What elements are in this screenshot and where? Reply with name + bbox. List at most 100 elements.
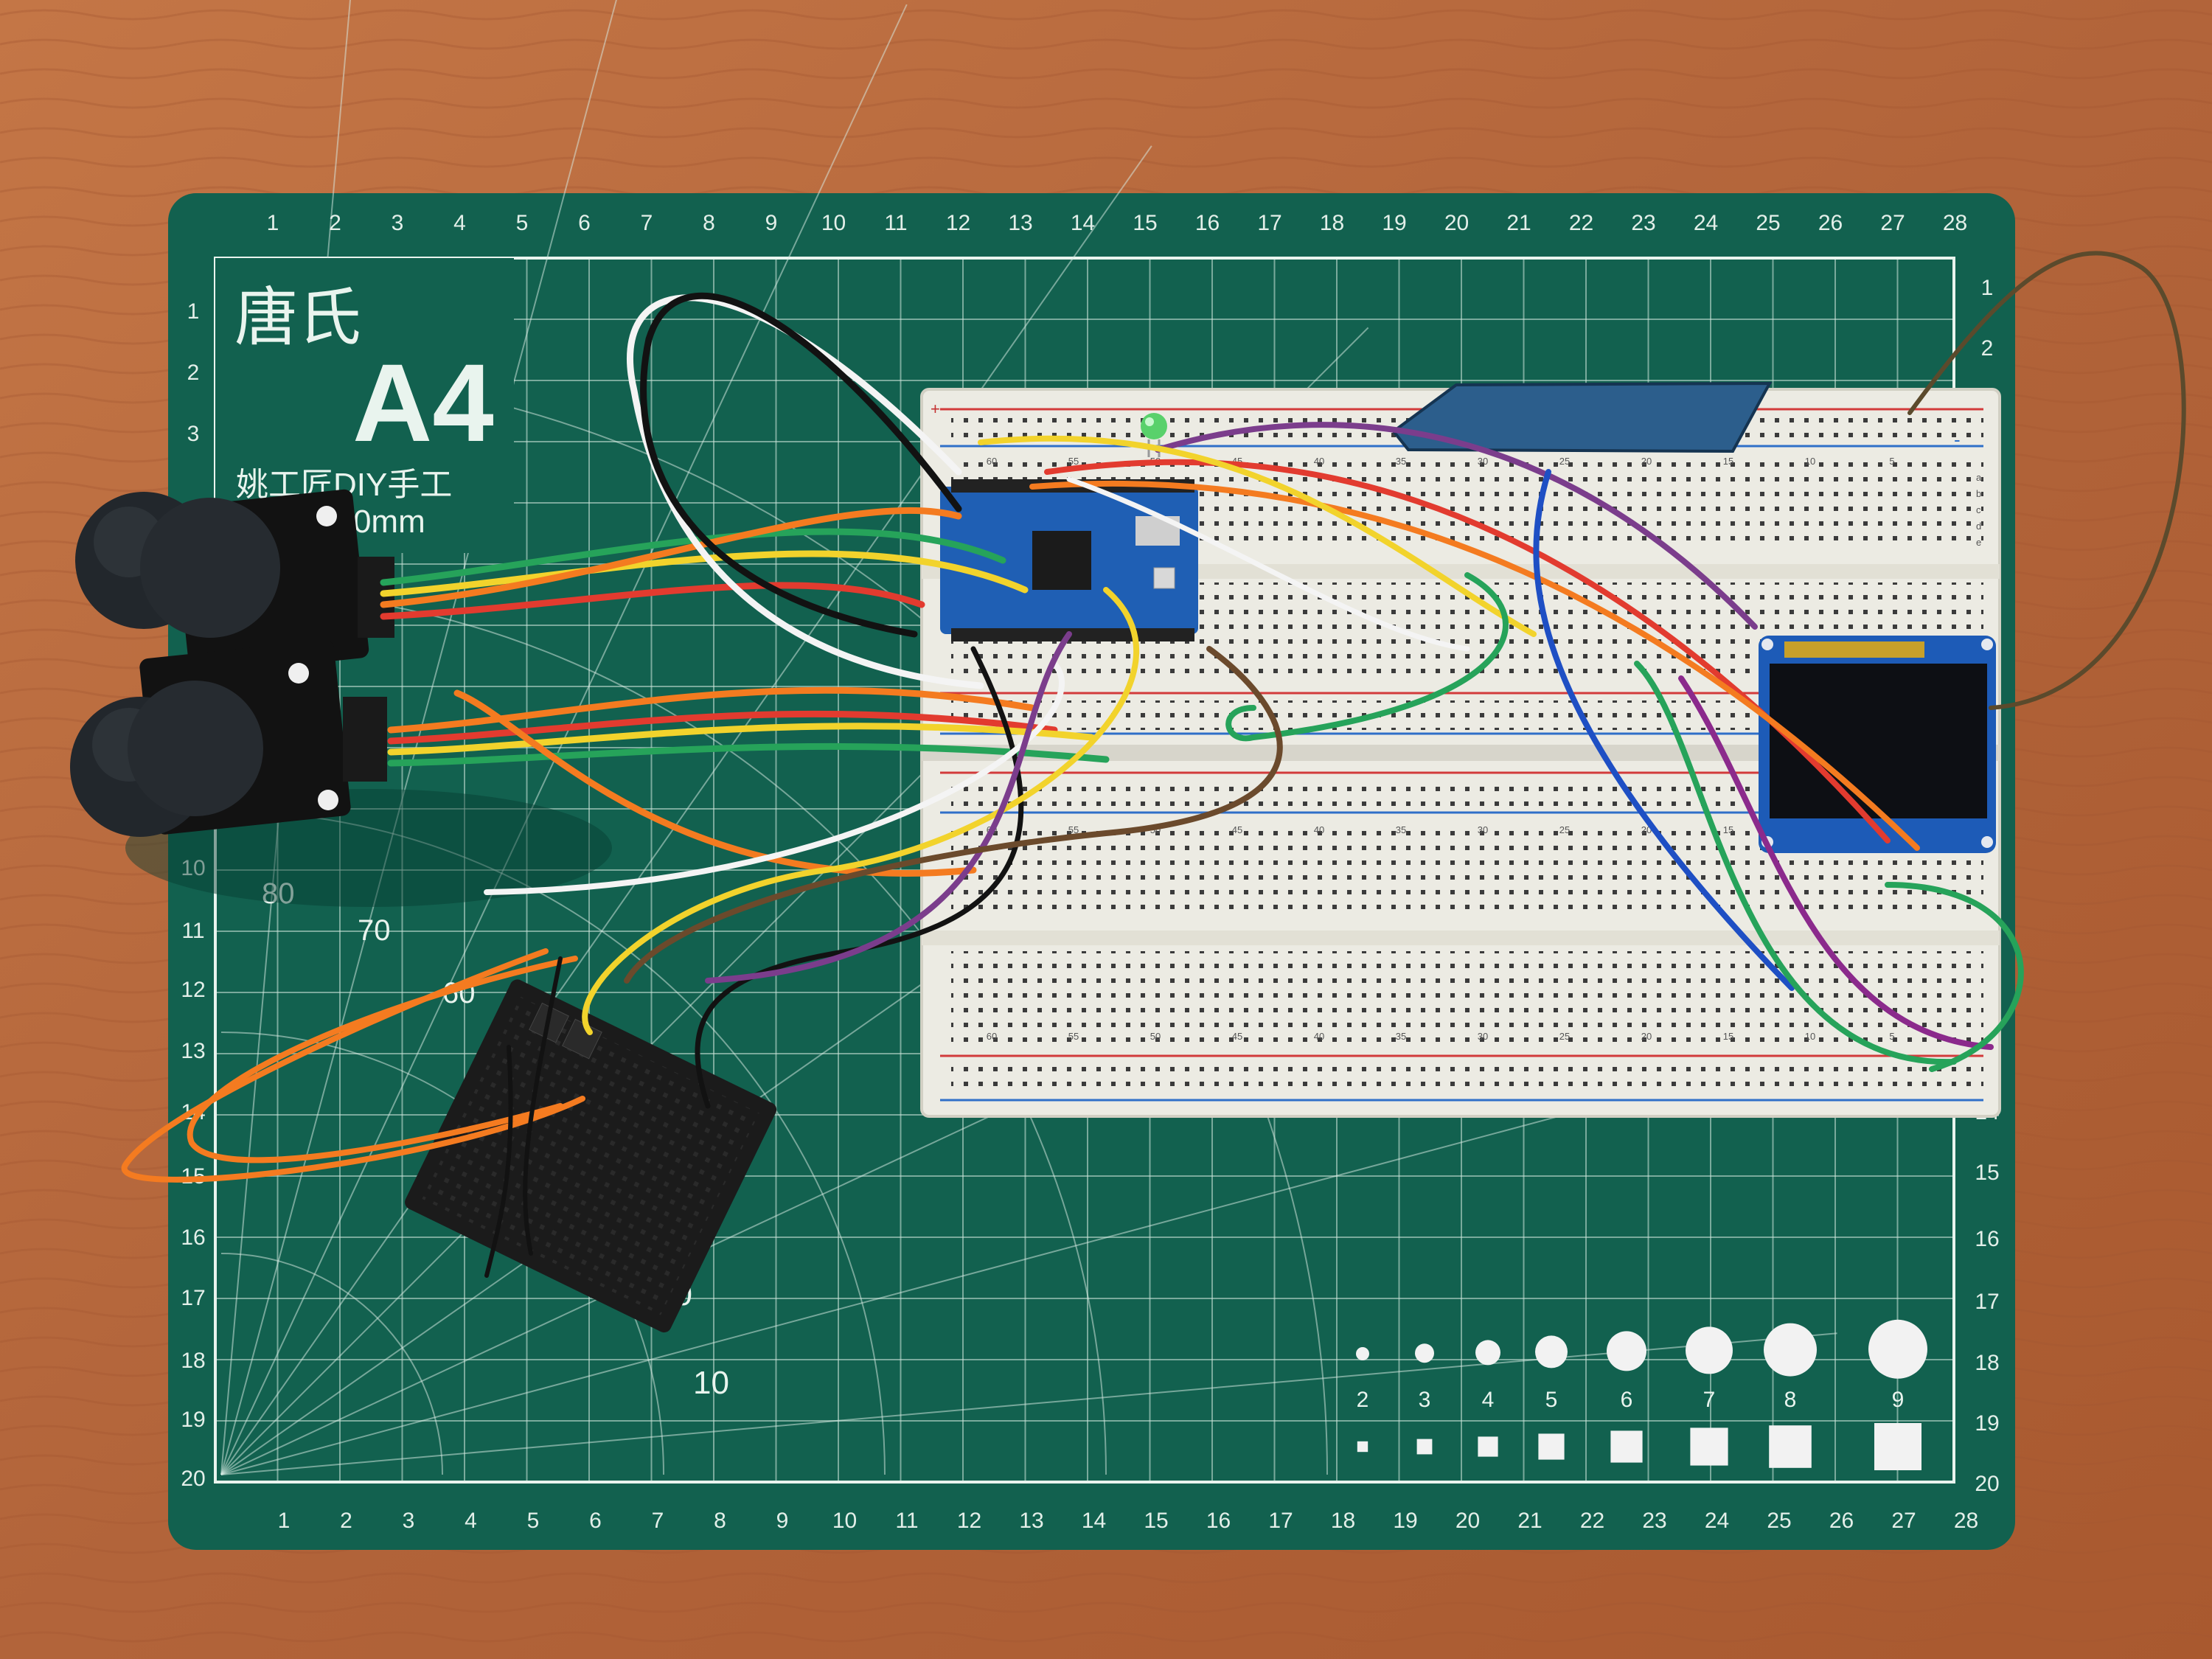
ruler-top-number: 28 xyxy=(1943,211,1967,235)
ruler-right-number: 17 xyxy=(1975,1290,1999,1314)
ruler-top-number: 25 xyxy=(1756,211,1780,235)
ruler-bottom-number: 20 xyxy=(1455,1509,1480,1533)
ruler-bottom-number: 17 xyxy=(1268,1509,1293,1533)
angle-arc xyxy=(220,810,886,1475)
ruler-bottom-number: 16 xyxy=(1206,1509,1231,1533)
breadboard-column-number: 10 xyxy=(1805,1031,1815,1042)
ruler-top-number: 21 xyxy=(1506,211,1531,235)
breadboard-column-number: 45 xyxy=(1232,1031,1242,1042)
angle-arc xyxy=(220,589,1107,1475)
ruler-top-number: 11 xyxy=(884,211,907,235)
jumper-wires xyxy=(121,251,2186,1278)
ruler-top-number: 27 xyxy=(1880,211,1905,235)
template-square xyxy=(1769,1425,1812,1468)
arduino-nano xyxy=(940,479,1198,641)
ruler-top-number: 17 xyxy=(1257,211,1281,235)
ruler-top-number: 5 xyxy=(516,211,529,235)
angle-label-10: 10 xyxy=(693,1365,729,1401)
ruler-bottom-number: 2 xyxy=(340,1509,352,1533)
template-size-label: 2 xyxy=(1357,1388,1369,1412)
ruler-top-number: 14 xyxy=(1071,211,1095,235)
breadboard-column-number: 5 xyxy=(1889,1031,1894,1042)
template-square xyxy=(1874,1423,1921,1470)
template-circle xyxy=(1356,1347,1369,1360)
ruler-top-number: 16 xyxy=(1195,211,1220,235)
template-size-label: 8 xyxy=(1784,1388,1797,1412)
ruler-top-number: 19 xyxy=(1382,211,1406,235)
breadboard-column-number: 35 xyxy=(1396,824,1406,835)
mat-size-label: A4 xyxy=(352,341,494,465)
ruler-bottom-number: 13 xyxy=(1019,1509,1043,1533)
breadboard-column-number: 50 xyxy=(1150,1031,1161,1042)
rail-minus-sign: - xyxy=(1954,428,1961,451)
breadboard-column-number: 20 xyxy=(1641,456,1652,467)
ruler-right-number: 15 xyxy=(1975,1161,1999,1185)
breadboard-row-letter: c xyxy=(1976,504,1981,515)
breadboard-column-number: 35 xyxy=(1396,456,1406,467)
ruler-bottom-number: 21 xyxy=(1517,1509,1542,1533)
ruler-left-number: 12 xyxy=(181,978,205,1002)
breadboard-column-number: 15 xyxy=(1723,456,1733,467)
ruler-left-number: 1 xyxy=(187,299,200,324)
breadboard-column-number: 25 xyxy=(1559,456,1570,467)
breadboard-column-number: 30 xyxy=(1478,824,1488,835)
breadboard-row-letter: b xyxy=(1976,488,1981,499)
template-circle xyxy=(1607,1331,1646,1371)
angle-line xyxy=(220,1332,1837,1475)
ruler-top-number: 23 xyxy=(1631,211,1655,235)
mat-brand: 唐氏 xyxy=(234,282,361,353)
ruler-bottom-number: 15 xyxy=(1144,1509,1168,1533)
template-size-label: 9 xyxy=(1892,1388,1905,1412)
template-circle xyxy=(1475,1340,1500,1366)
template-square xyxy=(1357,1441,1368,1453)
ruler-left-number: 13 xyxy=(181,1039,205,1063)
ruler-top-number: 24 xyxy=(1694,211,1718,235)
template-square xyxy=(1538,1433,1565,1460)
template-size-label: 3 xyxy=(1419,1388,1431,1412)
ruler-left-number: 17 xyxy=(181,1286,205,1310)
template-circle xyxy=(1415,1343,1434,1363)
angle-label-70: 70 xyxy=(358,914,391,947)
ruler-right-number: 19 xyxy=(1975,1411,1999,1436)
breadboard-column-number: 30 xyxy=(1478,1031,1488,1042)
ruler-top-number: 3 xyxy=(392,211,404,235)
ruler-left-number: 11 xyxy=(181,919,204,943)
ruler-bottom-number: 1 xyxy=(278,1509,291,1533)
template-size-label: 5 xyxy=(1545,1388,1558,1412)
ruler-top-number: 2 xyxy=(329,211,341,235)
joystick-module-2 xyxy=(70,639,387,837)
template-size-label: 6 xyxy=(1621,1388,1633,1412)
angle-arc xyxy=(220,1253,443,1475)
breadboard-row-letter: a xyxy=(1976,472,1982,483)
rail-plus-sign: + xyxy=(931,400,940,418)
ruler-top-number: 8 xyxy=(703,211,715,235)
template-square xyxy=(1610,1430,1643,1463)
ruler-right-number: 1 xyxy=(1981,276,1994,300)
ruler-right-number: 2 xyxy=(1981,336,1994,361)
ruler-bottom-number: 9 xyxy=(776,1509,789,1533)
ruler-top-number: 9 xyxy=(765,211,778,235)
ruler-right-number: 18 xyxy=(1975,1351,1999,1375)
ruler-bottom-number: 28 xyxy=(1954,1509,1978,1533)
angle-label-80: 80 xyxy=(262,877,295,910)
ruler-top-number: 4 xyxy=(453,211,466,235)
template-circle xyxy=(1535,1335,1568,1368)
ruler-left-number: 3 xyxy=(187,422,200,446)
ruler-left-number: 19 xyxy=(181,1408,205,1432)
breadboard-column-number: 25 xyxy=(1559,824,1570,835)
ruler-bottom-number: 8 xyxy=(714,1509,726,1533)
ruler-top-number: 20 xyxy=(1444,211,1469,235)
ruler-bottom-number: 11 xyxy=(895,1509,918,1533)
ruler-top-number: 12 xyxy=(946,211,970,235)
ruler-bottom-number: 10 xyxy=(832,1509,857,1533)
breadboard-column-number: 55 xyxy=(1068,1031,1079,1042)
ruler-left-number: 18 xyxy=(181,1349,205,1373)
ruler-top-number: 26 xyxy=(1818,211,1843,235)
joystick-module-1 xyxy=(75,489,394,675)
template-circle xyxy=(1686,1326,1733,1374)
ruler-bottom-number: 24 xyxy=(1705,1509,1729,1533)
